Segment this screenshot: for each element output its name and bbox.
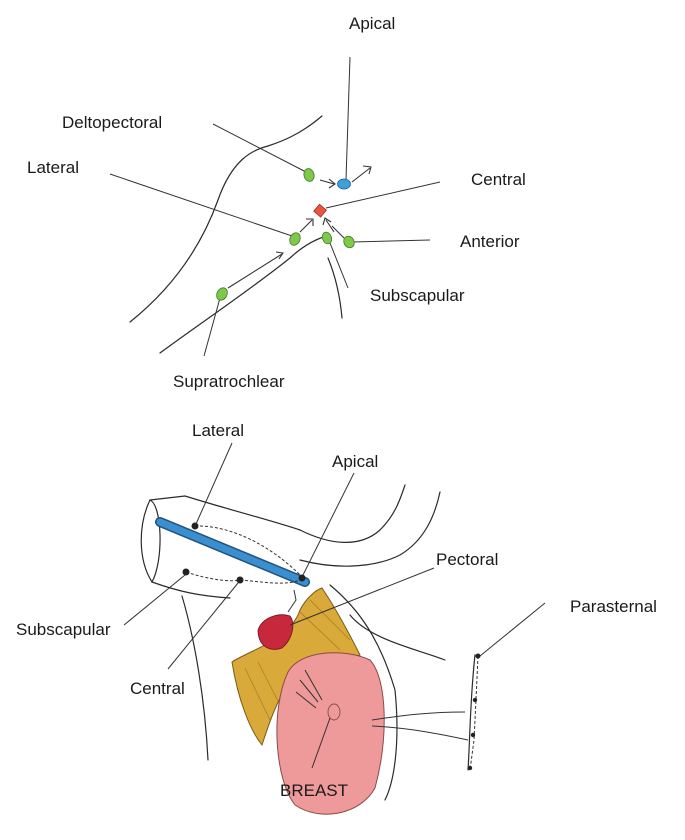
axillary-vessel	[155, 517, 310, 587]
subscapular-node-lower	[182, 568, 190, 576]
upper-arm-outline	[129, 115, 343, 354]
label-apical-lower: Apical	[332, 452, 379, 471]
label-supratrochlear: Supratrochlear	[173, 372, 285, 391]
label-lateral-upper: Lateral	[27, 158, 79, 177]
deltopectoral-node	[303, 168, 315, 182]
label-subscapular-lower: Subscapular	[16, 620, 111, 639]
label-anterior: Anterior	[460, 232, 520, 251]
label-central-lower: Central	[130, 679, 185, 698]
breast-shape	[276, 652, 469, 815]
upper-leader-lines	[109, 56, 441, 357]
lower-nodes	[182, 522, 306, 584]
label-apical-upper: Apical	[349, 14, 396, 33]
supratrochlear-node	[216, 287, 228, 301]
central-node	[313, 203, 327, 218]
lateral-node	[289, 232, 301, 246]
apical-node-lower	[298, 574, 306, 582]
central-node-lower	[236, 576, 244, 584]
lateral-node-lower	[191, 522, 199, 530]
label-central-upper: Central	[471, 170, 526, 189]
lower-torso-outline	[140, 484, 476, 801]
label-pectoral: Pectoral	[436, 550, 499, 569]
apical-node	[337, 178, 351, 190]
label-breast: BREAST	[280, 781, 349, 800]
label-parasternal: Parasternal	[570, 597, 657, 616]
label-subscapular-upper: Subscapular	[370, 286, 465, 305]
label-lateral-lower: Lateral	[192, 421, 244, 440]
label-deltopectoral: Deltopectoral	[62, 113, 163, 132]
upper-flow-arrows	[227, 165, 372, 289]
upper-nodes	[216, 168, 355, 301]
pectoral-node-cluster	[257, 589, 297, 650]
parasternal-chain	[467, 653, 481, 771]
subscapular-node	[321, 231, 333, 245]
anterior-node	[343, 235, 355, 249]
lower-leader-lines	[123, 442, 546, 769]
